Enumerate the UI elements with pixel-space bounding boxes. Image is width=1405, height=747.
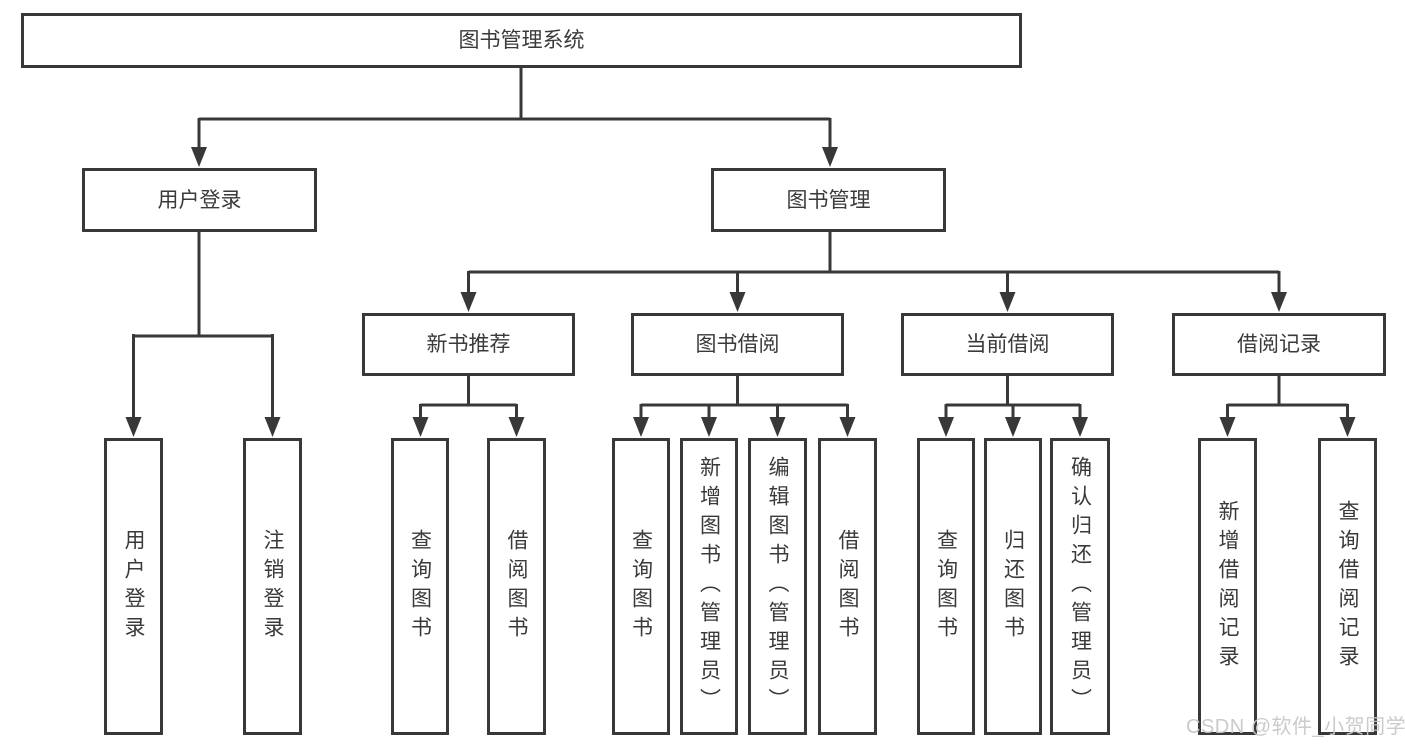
leaf-add-borrow-record: 新增借阅记录 bbox=[1198, 438, 1257, 735]
csdn-watermark: CSDN @软件_小贺同学 bbox=[1186, 716, 1405, 738]
node-label: 确认归还（管理员） bbox=[1068, 456, 1092, 717]
node-label: 借阅图书 bbox=[505, 528, 528, 645]
node-label: 新书推荐 bbox=[426, 333, 511, 356]
leaf-query-books-recommend: 查询图书 bbox=[391, 438, 449, 735]
node-user-login-branch: 用户登录 bbox=[82, 168, 317, 232]
leaf-query-books-borrow: 查询图书 bbox=[612, 438, 670, 735]
leaf-query-books-current: 查询图书 bbox=[917, 438, 975, 735]
leaf-borrow-books-recommend: 借阅图书 bbox=[487, 438, 546, 735]
node-label: 归还图书 bbox=[1001, 528, 1025, 645]
leaf-query-borrow-record: 查询借阅记录 bbox=[1318, 438, 1377, 735]
node-label: 借阅图书 bbox=[836, 528, 859, 645]
leaf-borrow-books: 借阅图书 bbox=[818, 438, 877, 735]
node-label: 查询图书 bbox=[408, 528, 432, 645]
node-label: 注销登录 bbox=[261, 528, 284, 645]
node-label: 新增借阅记录 bbox=[1216, 499, 1239, 674]
node-label: 用户登录 bbox=[122, 528, 145, 645]
leaf-logout: 注销登录 bbox=[243, 438, 302, 735]
node-label: 借阅记录 bbox=[1237, 333, 1321, 356]
node-label: 查询借阅记录 bbox=[1336, 499, 1359, 674]
node-new-book-recommend: 新书推荐 bbox=[362, 313, 575, 376]
node-label: 编辑图书（管理员） bbox=[766, 456, 789, 717]
node-label: 查询图书 bbox=[934, 528, 958, 645]
leaf-add-books-admin: 新增图书（管理员） bbox=[680, 438, 738, 735]
node-label: 当前借阅 bbox=[965, 333, 1050, 356]
node-label: 图书管理系统 bbox=[458, 29, 585, 52]
leaf-confirm-return-admin: 确认归还（管理员） bbox=[1050, 438, 1110, 735]
node-library-management-system: 图书管理系统 bbox=[21, 13, 1022, 68]
leaf-return-books: 归还图书 bbox=[984, 438, 1042, 735]
leaf-user-login: 用户登录 bbox=[104, 438, 163, 735]
node-label: 图书借阅 bbox=[695, 333, 780, 356]
node-book-management-branch: 图书管理 bbox=[711, 168, 946, 232]
node-current-borrowing: 当前借阅 bbox=[901, 313, 1114, 376]
node-book-borrowing: 图书借阅 bbox=[631, 313, 844, 376]
node-label: 用户登录 bbox=[157, 188, 242, 212]
node-label: 图书管理 bbox=[786, 188, 871, 212]
node-borrowing-records: 借阅记录 bbox=[1172, 313, 1386, 376]
node-label: 新增图书（管理员） bbox=[697, 456, 721, 717]
leaf-edit-books-admin: 编辑图书（管理员） bbox=[748, 438, 807, 735]
node-label: 查询图书 bbox=[629, 528, 653, 645]
